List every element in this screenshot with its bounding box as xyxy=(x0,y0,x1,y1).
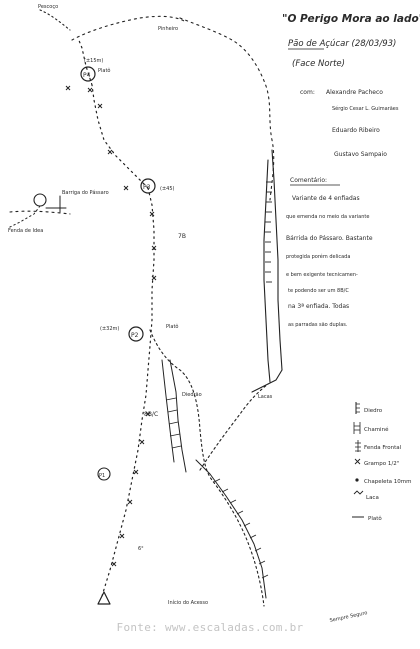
left-branch xyxy=(7,195,67,229)
legend-label-2: Fenda Frontal xyxy=(364,445,402,451)
legend-label-6: Platô xyxy=(368,515,382,522)
comment-line-2: que emenda no meio da variante xyxy=(286,214,369,220)
label-diedrao: Diedrão xyxy=(182,392,202,398)
comment-line-4: protegida porém delicada xyxy=(286,253,350,260)
legend: Diedro Chaminé Fenda Frontal Grampo 1/2"… xyxy=(352,402,411,522)
legend-label-0: Diedro xyxy=(364,408,383,414)
legend-laca: Laca xyxy=(353,490,379,501)
diedrao-feature xyxy=(161,359,187,473)
p4-note2: Platô xyxy=(98,67,111,74)
ramp-ticks xyxy=(213,478,269,579)
p2-note2: Platô xyxy=(166,323,179,330)
label-cruz: Fenda de Idea xyxy=(8,228,43,234)
route-location: Pão de Açúcar (28/03/93) xyxy=(288,39,396,49)
comment-line-7: na 3ª enfiada. Todas xyxy=(288,303,349,310)
comment-line-6: te podendo ser um 8B/C xyxy=(288,288,349,294)
comment-line-3: Bárrida do Pássaro. Bastante xyxy=(286,235,373,242)
legend-chamine: Chaminé xyxy=(353,422,389,434)
label-top-corner: Pinheiro xyxy=(158,26,178,32)
comment-line-5: e bem exigente tecnicamen- xyxy=(286,272,358,278)
p4-label: P4 xyxy=(83,72,91,79)
start-marker xyxy=(97,591,111,605)
label-start: Início do Acesso xyxy=(168,599,208,606)
p1-label: P1 xyxy=(99,473,105,479)
legend-label-4: Chapeleta 10mm xyxy=(364,479,411,485)
p2-note: (±32m) xyxy=(100,326,119,332)
label-barrida: Barriga do Pássaro xyxy=(62,189,109,196)
grade-6: 6° xyxy=(138,546,144,552)
comment-line-1: Variante de 4 enfiadas xyxy=(292,195,360,202)
p3-label: P3 xyxy=(143,184,151,191)
route-face: (Face Norte) xyxy=(292,59,345,69)
legend-grampo: Grampo 1/2" xyxy=(354,458,399,467)
label-top-left: Pescoço xyxy=(38,4,58,10)
belay-p2: P2 xyxy=(128,326,144,342)
route-line xyxy=(77,37,155,597)
source-watermark: Fonte: www.escaladas.com.br xyxy=(116,621,304,634)
comment-line-8: as parradas são duplas. xyxy=(288,322,348,328)
p2-label: P2 xyxy=(131,332,139,339)
belay-p4: P4 xyxy=(80,66,96,82)
label-lacas: Lacas xyxy=(258,394,273,400)
p4-note: (±15m) xyxy=(84,58,103,64)
climber-4: Gustavo Sampaio xyxy=(334,151,387,158)
grade-8bc: 8B/C xyxy=(144,411,158,418)
climber-2: Sérgio Cesar L. Guimarães xyxy=(332,105,399,112)
diedrao-ticks xyxy=(165,397,182,449)
climber-3: Eduardo Ribeiro xyxy=(332,127,380,134)
legend-fenda: Fenda Frontal xyxy=(355,440,402,452)
legend-diedro: Diedro xyxy=(355,402,383,414)
route-title: "O Perigo Mora ao lado" xyxy=(282,13,420,25)
belay-p1: P1 xyxy=(97,467,111,481)
legend-label-1: Chaminé xyxy=(364,426,389,433)
legend-label-3: Grampo 1/2" xyxy=(364,461,399,467)
climber-1: Alexandre Pacheco xyxy=(326,89,383,96)
ramp xyxy=(195,459,267,599)
rock-outline xyxy=(9,9,275,607)
belay-p3: P3 xyxy=(140,178,156,194)
p3-note: (±45) xyxy=(160,186,175,192)
legend-chapeleta: Chapeleta 10mm xyxy=(355,478,411,485)
belay-left xyxy=(33,193,47,207)
legend-plato: Platô xyxy=(352,515,382,522)
climbers-label: com: xyxy=(300,89,315,96)
right-dihedral xyxy=(251,149,283,393)
grade-7b: 7B xyxy=(178,233,186,240)
comment-label: Comentário: xyxy=(290,177,327,184)
legend-label-5: Laca xyxy=(366,495,379,501)
dihedral-ticks xyxy=(265,181,272,283)
bolt-marks xyxy=(65,85,157,567)
